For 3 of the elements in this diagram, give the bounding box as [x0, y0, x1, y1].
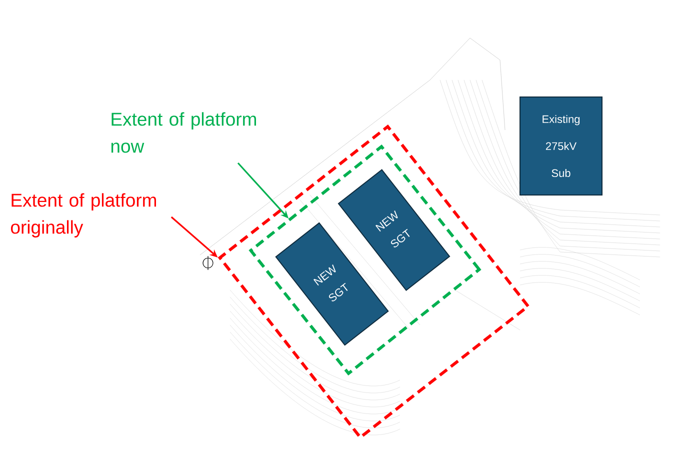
- callout-text: Extent of platform originally: [10, 193, 156, 238]
- substation-box: Existing 275kV Sub: [520, 96, 602, 196]
- callout-text: Extent of platform now: [111, 112, 256, 153]
